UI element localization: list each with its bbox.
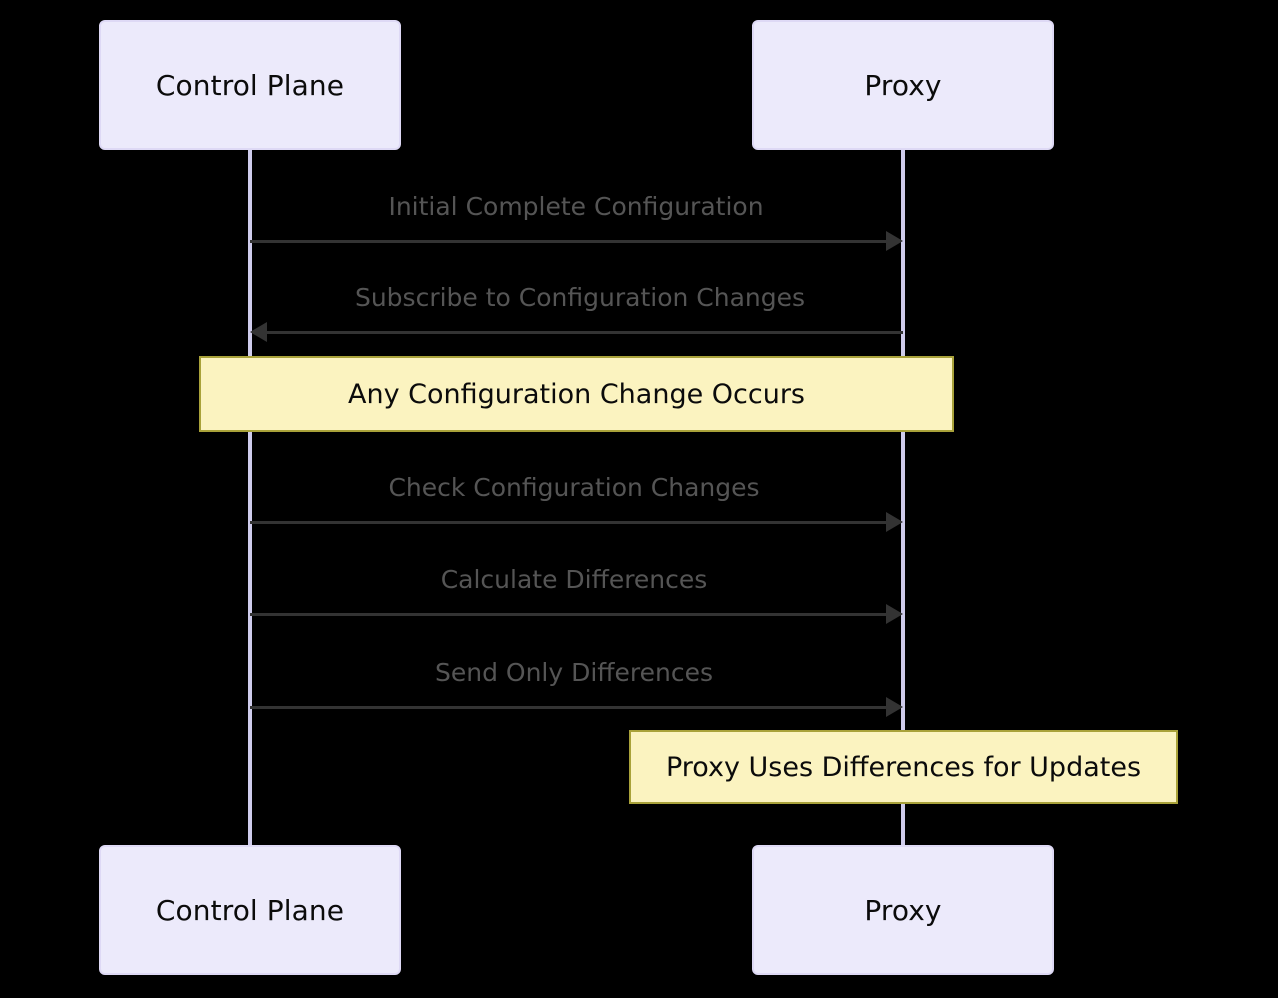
message-arrowhead-check-configuration-changes (886, 512, 903, 532)
participant-box-proxy-bottom[interactable]: Proxy (752, 845, 1054, 975)
message-line-calculate-differences (250, 613, 886, 616)
participant-label-proxy-bottom: Proxy (864, 893, 942, 927)
note-proxy-uses-differences-for-updates[interactable]: Proxy Uses Differences for Updates (629, 730, 1178, 804)
message-line-check-configuration-changes (250, 521, 886, 524)
message-arrowhead-send-only-differences (886, 697, 903, 717)
participant-box-proxy-top[interactable]: Proxy (752, 20, 1054, 150)
lifeline-proxy (901, 150, 905, 845)
message-line-subscribe-to-configuration-changes (267, 331, 903, 334)
participant-label-control-plane-top: Control Plane (155, 68, 345, 102)
participant-box-control-plane-top[interactable]: Control Plane (99, 20, 401, 150)
message-label-initial-complete-configuration: Initial Complete Configuration (388, 192, 764, 221)
message-arrowhead-calculate-differences (886, 604, 903, 624)
note-any-configuration-change-occurs[interactable]: Any Configuration Change Occurs (199, 356, 954, 432)
message-label-send-only-differences: Send Only Differences (434, 658, 714, 687)
message-arrowhead-initial-complete-configuration (886, 231, 903, 251)
note-label-proxy-uses-differences-for-updates: Proxy Uses Differences for Updates (665, 751, 1142, 783)
message-line-send-only-differences (250, 706, 886, 709)
message-arrowhead-subscribe-to-configuration-changes (250, 322, 267, 342)
message-label-calculate-differences: Calculate Differences (440, 565, 708, 594)
message-label-check-configuration-changes: Check Configuration Changes (388, 473, 760, 502)
participant-label-control-plane-bottom: Control Plane (155, 893, 345, 927)
lifeline-control-plane (248, 150, 252, 845)
message-label-subscribe-to-configuration-changes: Subscribe to Configuration Changes (354, 283, 806, 312)
note-label-any-configuration-change-occurs: Any Configuration Change Occurs (347, 378, 805, 410)
participant-box-control-plane-bottom[interactable]: Control Plane (99, 845, 401, 975)
participant-label-proxy-top: Proxy (864, 68, 942, 102)
message-line-initial-complete-configuration (250, 240, 886, 243)
